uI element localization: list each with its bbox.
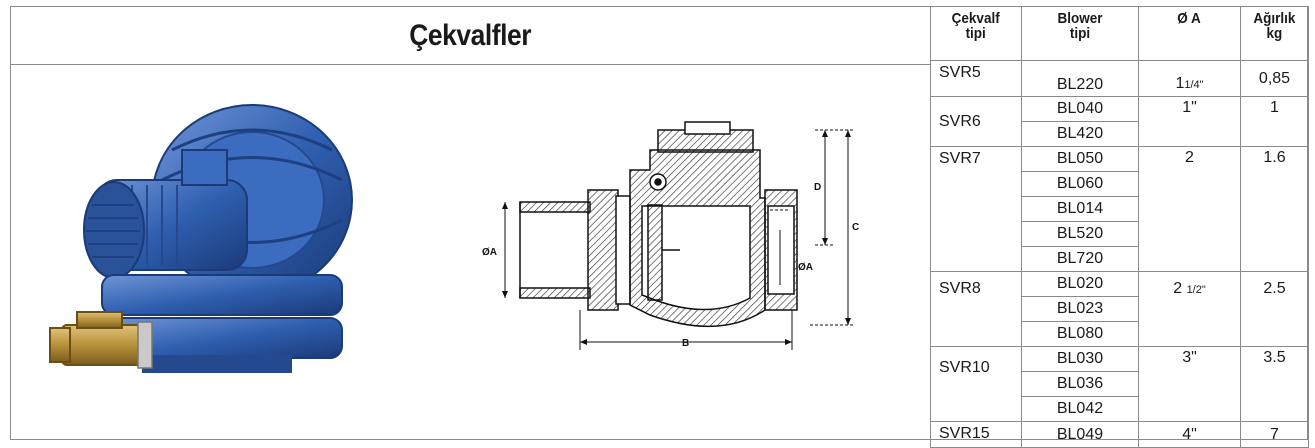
dimension-label-a-left: ØA (482, 247, 497, 258)
table-row: BL014 (931, 196, 1309, 222)
diameter-cell: 2 1/2" (1138, 271, 1241, 347)
blower-cell: BL040 (1021, 96, 1139, 122)
diameter-cell: 4" (1138, 421, 1241, 448)
blower-cell: BL060 (1021, 171, 1139, 197)
blower-cell: BL042 (1021, 396, 1139, 422)
table-row: BL720 (931, 246, 1309, 272)
weight-cell: 0,85 (1240, 60, 1309, 97)
diameter-cell: 3" (1138, 346, 1241, 422)
blower-cell: BL023 (1021, 296, 1139, 322)
table-row: SVR5 BL220 11/4" 0,85 (930, 60, 1309, 97)
blower-cell: BL020 (1021, 271, 1139, 297)
blower-cell: BL520 (1021, 221, 1139, 247)
page-title: Çekvalfler (409, 18, 532, 52)
blower-pump-image (22, 90, 362, 390)
weight-cell: 7 (1240, 421, 1309, 448)
model-cell: SVR7 (930, 146, 1022, 272)
diameter-cell: 2 (1138, 146, 1241, 272)
diameter-cell: 11/4" (1138, 60, 1241, 97)
column-header-diameter: Ø A (1138, 6, 1241, 61)
weight-cell: 1 (1240, 96, 1309, 147)
blower-cell: BL036 (1021, 371, 1139, 397)
table-row: SVR7 BL050 2 1.6 (930, 146, 1309, 272)
dimension-label-d: D (814, 182, 821, 193)
table-row: SVR8 BL020 2 1/2" 2.5 (930, 271, 1309, 347)
blower-cell: BL014 (1021, 196, 1139, 222)
model-cell: SVR5 (930, 60, 1022, 97)
dimension-label-b: B (682, 338, 689, 349)
dimension-label-a-right: ØA (798, 262, 813, 273)
model-cell: SVR10 (930, 346, 1022, 422)
table-row: SVR10 BL030 3" 3.5 (930, 346, 1309, 422)
weight-cell: 2.5 (1240, 271, 1309, 347)
table-row: SVR15 BL049 4" 7 (930, 421, 1309, 448)
weight-cell: 3.5 (1240, 346, 1309, 422)
dimension-label-c: C (852, 222, 859, 233)
weight-cell: 1.6 (1240, 146, 1309, 272)
blower-cell: BL030 (1021, 346, 1139, 372)
check-valve-cross-section-diagram: ØA ØA B C D (480, 110, 880, 380)
model-cell: SVR6 (930, 96, 1022, 147)
blower-cell: BL049 (1021, 421, 1139, 448)
blower-cell: BL720 (1021, 246, 1139, 272)
blower-cell: BL220 (1021, 60, 1139, 97)
blower-cell: BL420 (1021, 121, 1139, 147)
blower-cell: BL050 (1021, 146, 1139, 172)
diameter-cell: 1" (1138, 96, 1241, 147)
table-row: SVR6 BL040 1" 1 (930, 96, 1309, 147)
model-cell: SVR8 (930, 271, 1022, 347)
model-cell: SVR15 (930, 421, 1022, 448)
title-bar: Çekvalfler (10, 6, 931, 65)
blower-cell: BL080 (1021, 321, 1139, 347)
table-row: BL060 (931, 171, 1309, 197)
